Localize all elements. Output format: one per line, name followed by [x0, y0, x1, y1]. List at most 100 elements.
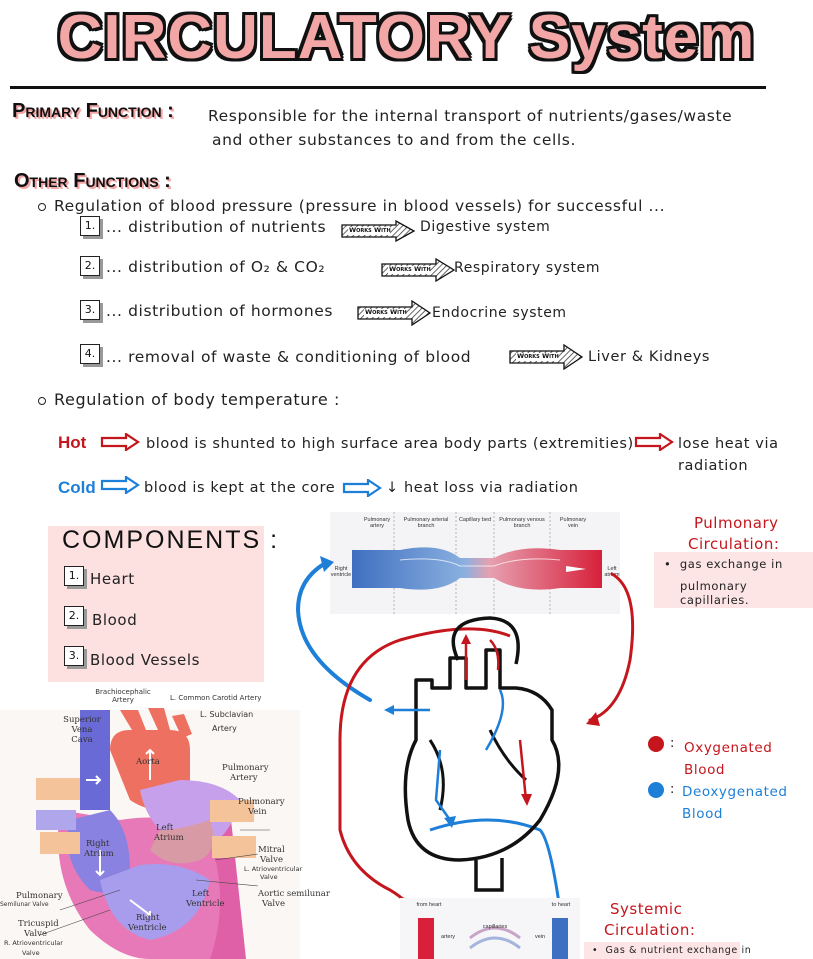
artery-tag: artery	[440, 934, 456, 940]
capillaries-tag: capillaries	[482, 924, 508, 930]
label-brachiocephalic: Brachiocephalic Artery	[95, 688, 151, 705]
function-item-2-system: Respiratory system	[454, 260, 601, 276]
label-pulmonary-vein-2: Vein	[248, 807, 267, 817]
label-right-atrium-2: Atrium	[84, 849, 114, 859]
label-right-ventricle-1: Right	[136, 913, 160, 923]
label-l-atrioventricular-1: L. Atrioventricular	[244, 865, 303, 873]
label-tricuspid-1: Tricuspid	[18, 919, 59, 929]
primary-function-heading: Primary Function :	[12, 100, 174, 122]
bullet-marker	[38, 396, 46, 405]
page-title: CIRCULATORY System	[57, 3, 756, 72]
component-number-1: 1.	[64, 566, 84, 586]
label-r-atrioventricular-2: Valve	[22, 949, 40, 957]
blue-arrow-icon	[100, 476, 140, 494]
primary-function-line1: Responsible for the internal transport o…	[208, 107, 733, 125]
label-mitral-1: Mitral	[258, 845, 285, 855]
components-heading: COMPONENTS :	[62, 526, 280, 554]
red-arrow-icon	[634, 433, 674, 451]
deoxygenated-dot-icon	[648, 782, 664, 798]
label-left-ventricle-2: Ventricle	[186, 899, 225, 909]
works-with-label: Works With	[365, 308, 407, 316]
function-item-1-text: ... distribution of nutrients	[106, 218, 327, 236]
label-aortic-1: Aortic semilunar	[258, 889, 330, 899]
number-box-1: 1.	[80, 216, 100, 236]
label-superior-vena-cava-1: Superior	[63, 715, 101, 725]
cold-text: blood is kept at the core	[144, 480, 336, 496]
cold-label: Cold	[58, 478, 96, 497]
legend-oxygenated-1: Oxygenated	[684, 740, 773, 756]
from-heart-tag: from heart	[416, 902, 442, 908]
label-pulmonary-valve-2: Semilunar Valve	[0, 901, 49, 908]
number-box-3: 3.	[80, 300, 100, 320]
bullet-marker	[38, 202, 46, 211]
component-number-2: 2.	[64, 606, 84, 626]
label-right-atrium-1: Right	[86, 839, 110, 849]
function-item-4-system: Liver & Kidneys	[588, 349, 711, 365]
legend-deoxygenated-2: Blood	[682, 806, 724, 822]
number-box-2: 2.	[80, 256, 100, 276]
col-pulmonary-arterial-branch: Pulmonary arterial branch	[403, 517, 449, 530]
legend-colon-1: :	[670, 736, 675, 751]
right-ventricle-tag: Right ventricle	[330, 566, 352, 579]
function-item-4-text: ... removal of waste & conditioning of b…	[106, 348, 472, 366]
label-pulmonary-vein-1: Pulmonary	[238, 797, 285, 807]
function-item-2-text: ... distribution of O₂ & CO₂	[106, 258, 326, 276]
pulmonary-note-line1: • gas exchange in	[664, 557, 783, 571]
systemic-heading-1: Systemic	[610, 900, 683, 918]
pulmonary-note-text: gas exchange in	[679, 557, 783, 571]
label-pulmonary-artery-1: Pulmonary	[222, 763, 269, 773]
pulmonary-heading-2: Circulation:	[688, 535, 780, 553]
component-blood-vessels: Blood Vessels	[90, 651, 201, 669]
label-pulmonary-valve-1: Pulmonary	[16, 891, 63, 901]
label-l-common-carotid: L. Common Carotid Artery	[170, 694, 262, 702]
blue-arrow-icon	[342, 479, 382, 497]
component-number-3: 3.	[64, 646, 84, 666]
function-item-3-system: Endocrine system	[432, 305, 567, 321]
label-r-atrioventricular-1: R. Atrioventricular	[4, 939, 63, 947]
systemic-vessel-diagram: from heart to heart artery capillaries v…	[400, 898, 580, 959]
hot-label: Hot	[58, 433, 87, 452]
label-aortic-2: Valve	[262, 899, 285, 909]
col-capillary-bed: Capillary bed	[458, 517, 492, 523]
number-box-4: 4.	[80, 344, 100, 364]
col-pulmonary-artery: Pulmonary artery	[363, 517, 391, 530]
systemic-heading-2: Circulation:	[604, 921, 696, 939]
pulmonary-note-line2: pulmonary capillaries.	[680, 579, 750, 607]
bp-regulation-bullet: Regulation of blood pressure (pressure i…	[38, 197, 665, 215]
systemic-note-text: Gas & nutrient exchange in	[605, 945, 752, 956]
title-divider	[10, 86, 766, 89]
works-with-arrow-icon: Works With	[356, 300, 432, 326]
label-left-atrium-2: Atrium	[154, 833, 184, 843]
component-blood: Blood	[92, 611, 138, 629]
legend-colon-2: :	[670, 782, 675, 797]
hot-result-line1: lose heat via	[678, 436, 779, 452]
hot-text: blood is shunted to high surface area bo…	[146, 436, 634, 452]
legend-deoxygenated-1: Deoxygenated	[682, 784, 788, 800]
other-functions-heading: Other Functions :	[14, 170, 171, 192]
works-with-label: Works With	[517, 352, 559, 360]
red-arrow-icon	[100, 433, 140, 451]
oxygenated-dot-icon	[648, 736, 664, 752]
label-left-ventricle-1: Left	[192, 889, 210, 899]
label-right-ventricle-2: Ventricle	[128, 923, 167, 933]
pulmonary-heading-1: Pulmonary	[694, 514, 779, 532]
label-left-atrium-1: Left	[156, 823, 174, 833]
label-mitral-2: Valve	[260, 855, 283, 865]
vein-tag: vein	[534, 934, 546, 940]
temp-regulation-bullet: Regulation of body temperature :	[38, 390, 340, 409]
pulmonary-vessel-diagram: Pulmonary artery Pulmonary arterial bran…	[330, 512, 620, 614]
cold-result: ↓ heat loss via radiation	[386, 480, 579, 496]
label-superior-vena-cava-2: Vena Cava	[71, 725, 93, 745]
label-l-subclavian-2: Artery	[212, 724, 237, 733]
legend-oxygenated-2: Blood	[684, 762, 726, 778]
label-pulmonary-artery-2: Artery	[230, 773, 258, 783]
primary-function-line2: and other substances to and from the cel…	[212, 131, 576, 149]
label-l-atrioventricular-2: Valve	[260, 873, 278, 881]
pulmonary-note-box	[654, 552, 813, 608]
hot-result-line2: radiation	[678, 458, 749, 474]
function-item-3-text: ... distribution of hormones	[106, 302, 334, 320]
col-pulmonary-vein: Pulmonary vein	[559, 517, 587, 530]
systemic-note-box	[584, 942, 740, 959]
component-heart: Heart	[90, 570, 135, 588]
label-aorta: Aorta	[136, 757, 160, 767]
